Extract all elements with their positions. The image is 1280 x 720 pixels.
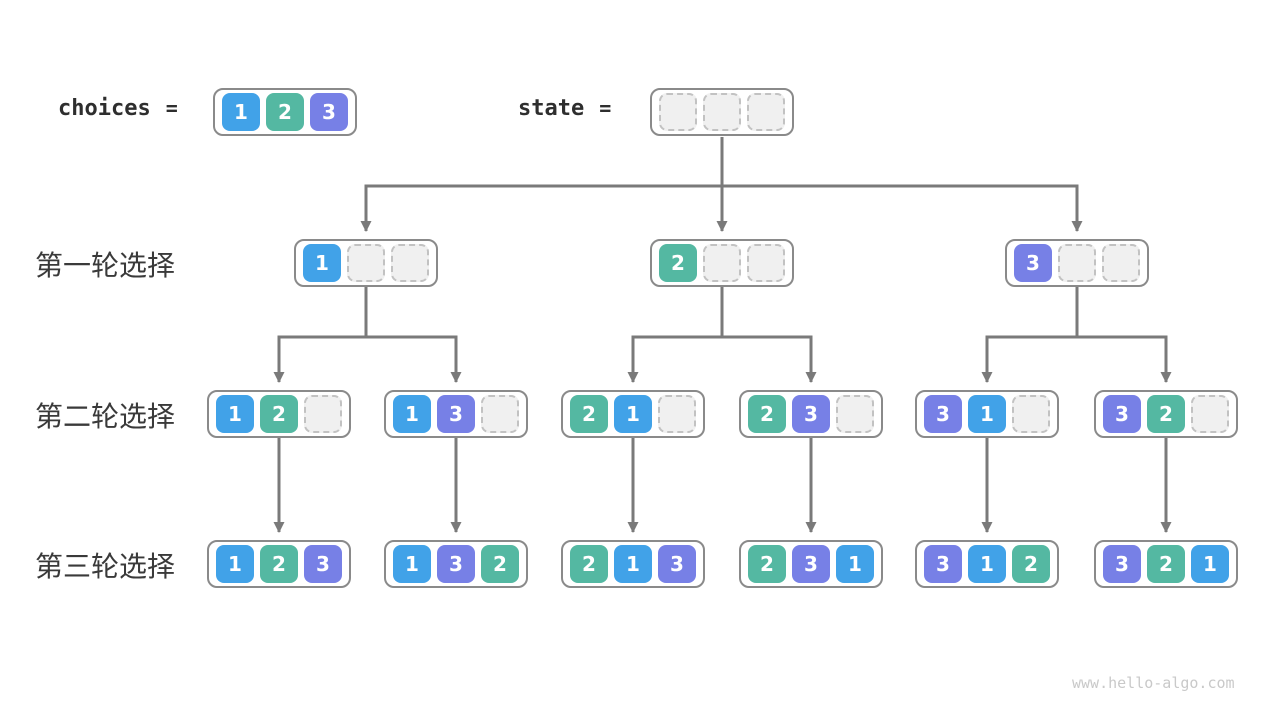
choices-equals-sign: =: [165, 96, 178, 120]
cell-value-1: 1: [216, 545, 254, 583]
empty-cell: [658, 395, 696, 433]
cell-value-3: 3: [310, 93, 348, 131]
cell-value-2: 2: [1147, 545, 1185, 583]
cell-value-2: 2: [748, 395, 786, 433]
cell-value-3: 3: [792, 545, 830, 583]
empty-cell: [1102, 244, 1140, 282]
state-node-r1-2: 2: [650, 239, 794, 287]
cell-value-1: 1: [614, 395, 652, 433]
cell-value-1: 1: [968, 395, 1006, 433]
empty-cell: [481, 395, 519, 433]
round-1-label: 第一轮选择: [35, 249, 176, 282]
empty-cell: [304, 395, 342, 433]
round-2-label: 第二轮选择: [35, 400, 176, 433]
empty-cell: [1191, 395, 1229, 433]
empty-cell: [703, 93, 741, 131]
choices-label-text: choices: [58, 96, 151, 121]
state-node-r1-1: 1: [294, 239, 438, 287]
cell-value-3: 3: [1014, 244, 1052, 282]
cell-value-2: 2: [1147, 395, 1185, 433]
cell-value-1: 1: [303, 244, 341, 282]
empty-cell: [747, 244, 785, 282]
cell-value-1: 1: [1191, 545, 1229, 583]
cell-value-3: 3: [924, 395, 962, 433]
cell-value-1: 1: [968, 545, 1006, 583]
cell-value-1: 1: [393, 545, 431, 583]
empty-cell: [347, 244, 385, 282]
cell-value-2: 2: [481, 545, 519, 583]
state-array: [650, 88, 794, 136]
empty-cell: [391, 244, 429, 282]
cell-value-1: 1: [393, 395, 431, 433]
empty-cell: [836, 395, 874, 433]
cell-value-2: 2: [260, 395, 298, 433]
empty-cell: [747, 93, 785, 131]
cell-value-2: 2: [748, 545, 786, 583]
empty-cell: [703, 244, 741, 282]
cell-value-1: 1: [614, 545, 652, 583]
cell-value-3: 3: [924, 545, 962, 583]
cell-value-1: 1: [222, 93, 260, 131]
state-equals-sign: =: [599, 96, 612, 120]
state-node-r1-3: 3: [1005, 239, 1149, 287]
choices-label: choices =: [58, 96, 178, 121]
cell-value-2: 2: [1012, 545, 1050, 583]
cell-value-3: 3: [658, 545, 696, 583]
cell-value-3: 3: [437, 395, 475, 433]
empty-cell: [1012, 395, 1050, 433]
cell-value-3: 3: [792, 395, 830, 433]
watermark: www.hello-algo.com: [1072, 674, 1235, 692]
cell-value-2: 2: [570, 395, 608, 433]
state-label: state =: [518, 96, 611, 121]
round-3-label: 第三轮选择: [35, 550, 176, 583]
cell-value-1: 1: [216, 395, 254, 433]
empty-cell: [659, 93, 697, 131]
cell-value-2: 2: [266, 93, 304, 131]
cell-value-3: 3: [1103, 395, 1141, 433]
cell-value-2: 2: [659, 244, 697, 282]
state-label-text: state: [518, 96, 585, 121]
cell-value-2: 2: [260, 545, 298, 583]
cell-value-3: 3: [1103, 545, 1141, 583]
cell-value-1: 1: [836, 545, 874, 583]
cell-value-2: 2: [570, 545, 608, 583]
cell-value-3: 3: [437, 545, 475, 583]
cell-value-3: 3: [304, 545, 342, 583]
empty-cell: [1058, 244, 1096, 282]
